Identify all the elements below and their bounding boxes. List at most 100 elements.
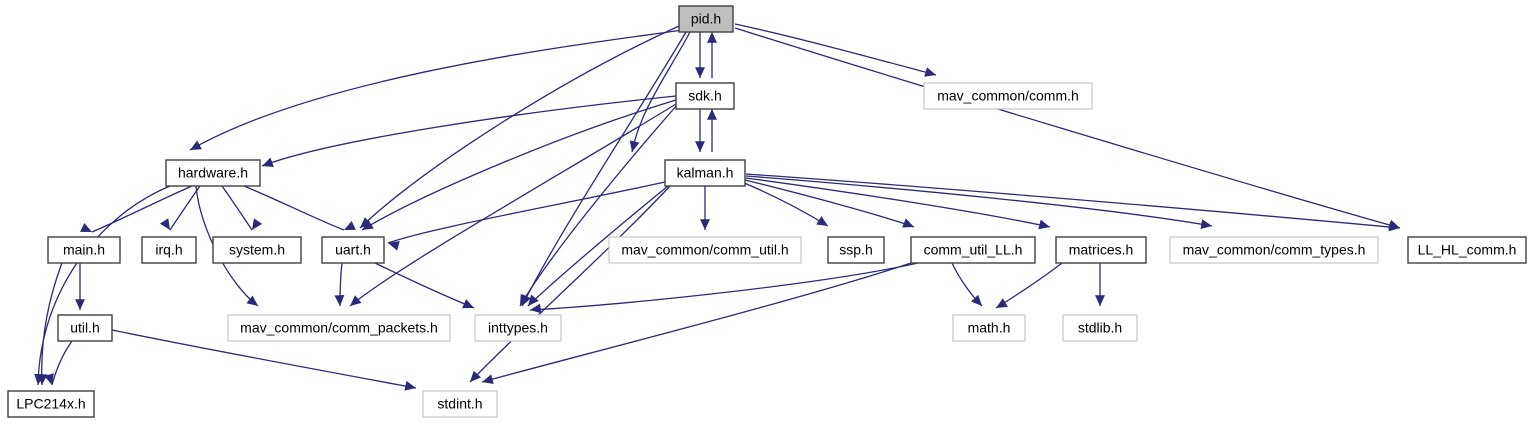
edge-hardware-to-system [221,185,263,231]
edge-sdk-to-kalman [695,109,705,152]
node-box[interactable] [321,236,385,264]
edge-line [387,181,666,244]
node-box[interactable] [422,390,498,418]
node-ssp[interactable]: ssp.h [827,236,885,264]
edge-line [734,27,1401,229]
edge-line [374,262,475,309]
node-math[interactable]: math.h [952,314,1026,342]
node-lpc214x[interactable]: LPC214x.h [7,390,95,418]
node-system[interactable]: system.h [212,236,302,264]
node-box[interactable] [678,5,734,33]
arrowhead [350,295,362,306]
arrowhead [528,294,539,306]
edge-comm_util_ll-to-inttypes [529,262,919,314]
node-mav_comm_packets[interactable]: mav_common/comm_packets.h [227,314,451,342]
node-main[interactable]: main.h [47,236,121,264]
edge-line [349,103,677,307]
node-box[interactable] [910,236,1036,264]
arrowhead [470,370,481,382]
arrowhead [404,380,416,391]
arrowhead [924,67,936,77]
node-mav_comm_types[interactable]: mav_common/comm_types.h [1169,236,1379,264]
edge-line [261,95,677,167]
edge-sdk-to-uart [361,99,677,231]
arrowhead [344,220,356,230]
node-mav_comm[interactable]: mav_common/comm.h [923,82,1093,110]
arrowhead [262,157,274,167]
arrowhead [362,220,374,230]
node-box[interactable] [608,236,802,264]
node-box[interactable] [57,314,113,342]
node-box[interactable] [1407,236,1527,264]
edge-pid-to-ll_hl_comm [734,27,1401,230]
edge-matrices-to-stdlib [1095,263,1105,306]
node-kalman[interactable]: kalman.h [664,159,746,187]
node-box[interactable] [474,314,562,342]
node-ll_hl_comm[interactable]: LL_HL_comm.h [1407,236,1527,264]
edge-comm_util_ll-to-math [951,262,983,307]
edge-line [519,103,679,307]
node-mav_comm_util[interactable]: mav_common/comm_util.h [608,236,802,264]
node-box[interactable] [212,236,302,264]
node-box[interactable] [1169,236,1379,264]
node-box[interactable] [1062,314,1138,342]
node-box[interactable] [1055,236,1147,264]
edge-comm_util_ll-to-stdint [481,262,912,384]
node-pid[interactable]: pid.h [678,5,734,33]
edge-kalman-to-uart [387,181,666,251]
arrowhead [971,294,982,306]
edge-main-to-util [75,263,85,310]
node-util[interactable]: util.h [57,314,113,342]
arrowhead [700,219,710,230]
arrowhead [816,216,828,226]
node-box[interactable] [827,236,885,264]
node-uart[interactable]: uart.h [321,236,385,264]
edge-kalman-to-mav_comm_util [700,186,710,230]
node-box[interactable] [664,159,746,187]
node-box[interactable] [141,236,197,264]
node-stdint[interactable]: stdint.h [422,390,498,418]
node-box[interactable] [165,159,261,187]
edge-kalman-to-comm_util_ll [744,179,915,228]
node-irq[interactable]: irq.h [141,236,197,264]
edge-pid-to-mav_comm [734,23,937,77]
node-box[interactable] [923,82,1093,110]
arrowhead [482,374,494,384]
node-box[interactable] [952,314,1026,342]
arrowhead [629,140,640,152]
node-box[interactable] [675,82,735,110]
nodes-layer: pid.h sdk.h mav_common/comm.h hardware.h kal… [7,5,1527,418]
node-inttypes[interactable]: inttypes.h [474,314,562,342]
edge-line [37,185,171,386]
arrowhead [530,303,542,314]
edge-line [469,185,671,383]
arrowhead [252,218,263,230]
edge-line [481,262,912,383]
arrowhead [44,373,54,385]
node-box[interactable] [227,314,451,342]
edge-line [91,185,193,233]
edge-hardware-to-lpc214x [34,185,171,386]
arrowhead [159,218,170,230]
edge-line [521,31,687,307]
node-box[interactable] [47,236,121,264]
node-matrices[interactable]: matrices.h [1055,236,1147,264]
node-stdlib[interactable]: stdlib.h [1062,314,1138,342]
arrowhead [707,32,717,43]
edge-line [741,181,829,227]
node-sdk[interactable]: sdk.h [675,82,735,110]
node-comm_util_ll[interactable]: comm_util_LL.h [910,236,1036,264]
arrowhead [388,241,400,251]
arrowhead [190,140,202,150]
node-hardware[interactable]: hardware.h [165,159,261,187]
arrowhead [1038,219,1050,230]
arrowhead [1200,219,1212,230]
node-box[interactable] [7,390,95,418]
arrowhead [334,294,345,306]
arrowhead [1095,295,1105,306]
edge-line [745,175,1213,227]
edge-kalman-to-ll_hl_comm [745,173,1401,232]
edge-kalman-to-ssp [741,181,829,227]
